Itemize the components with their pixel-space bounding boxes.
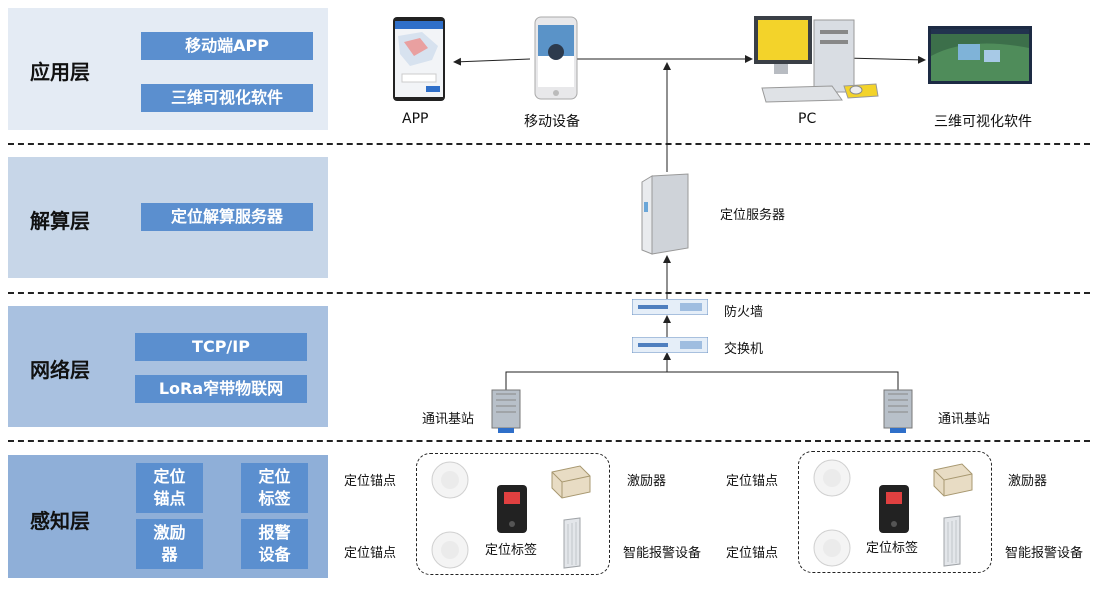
mobile-device-label: 移动设备 xyxy=(524,114,580,130)
separator-2 xyxy=(8,292,1090,294)
tag-anchor: 定位 锚点 xyxy=(136,463,203,513)
tag-label: 定位 标签 xyxy=(241,463,308,513)
app-label: APP xyxy=(402,111,429,127)
firewall-label: 防火墙 xyxy=(724,305,764,320)
switch-label: 交换机 xyxy=(724,342,764,357)
tag-position-server: 定位解算服务器 xyxy=(141,203,313,231)
anchor-label: 定位锚点 xyxy=(726,474,779,489)
3d-visualization-label: 三维可视化软件 xyxy=(934,114,1032,130)
layer-compute-box: 解算层 定位解算服务器 xyxy=(8,157,328,278)
exciter-icon xyxy=(933,463,973,497)
base-station-right-icon xyxy=(883,389,913,433)
tag-mobile-app: 移动端APP xyxy=(141,32,313,60)
firewall-icon xyxy=(632,299,708,315)
3d-visualization-icon xyxy=(928,26,1032,84)
tag-device-icon xyxy=(497,485,527,533)
alarm-device-icon xyxy=(563,517,581,569)
layer-network-title: 网络层 xyxy=(30,358,90,382)
sensor-group-left xyxy=(416,453,610,575)
layer-compute-title: 解算层 xyxy=(30,209,90,233)
anchor-icon xyxy=(431,461,469,499)
exciter-label: 激励器 xyxy=(1008,474,1048,489)
sensor-group-right xyxy=(798,451,992,573)
tag-lora: LoRa窄带物联网 xyxy=(135,375,307,403)
alarm-device-label: 智能报警设备 xyxy=(623,546,702,561)
tag-device-label: 定位标签 xyxy=(485,543,538,558)
separator-3 xyxy=(8,440,1090,442)
switch-icon xyxy=(632,337,708,353)
tag-3d-software: 三维可视化软件 xyxy=(141,84,313,112)
tag-tcp-ip: TCP/IP xyxy=(135,333,307,361)
alarm-device-label: 智能报警设备 xyxy=(1005,546,1084,561)
base-station-left-icon xyxy=(491,389,521,433)
anchor-label: 定位锚点 xyxy=(344,546,397,561)
pc-label: PC xyxy=(798,111,817,127)
anchor-label: 定位锚点 xyxy=(726,546,779,561)
layer-app-title: 应用层 xyxy=(30,60,90,84)
tag-device-label: 定位标签 xyxy=(866,541,919,556)
anchor-icon xyxy=(813,459,851,497)
mobile-device-icon xyxy=(534,16,578,100)
layer-app-box: 应用层 移动端APP 三维可视化软件 xyxy=(8,8,328,130)
anchor-label: 定位锚点 xyxy=(344,474,397,489)
tag-exciter: 激励 器 xyxy=(136,519,203,569)
pc-icon xyxy=(754,16,879,103)
app-phone-icon xyxy=(393,17,445,101)
tag-device-icon xyxy=(879,485,909,533)
base-station-left-label: 通讯基站 xyxy=(422,412,475,427)
tag-alarm: 报警 设备 xyxy=(241,519,308,569)
anchor-icon xyxy=(431,531,469,569)
exciter-label: 激励器 xyxy=(627,474,667,489)
position-server-icon xyxy=(641,173,689,255)
alarm-device-icon xyxy=(943,515,961,567)
position-server-label: 定位服务器 xyxy=(720,208,786,223)
layer-sensing-title: 感知层 xyxy=(30,509,90,533)
separator-1 xyxy=(8,143,1090,145)
layer-network-box: 网络层 TCP/IP LoRa窄带物联网 xyxy=(8,306,328,427)
layer-sensing-box: 感知层 定位 锚点 定位 标签 激励 器 报警 设备 xyxy=(8,455,328,578)
exciter-icon xyxy=(551,465,591,499)
anchor-icon xyxy=(813,529,851,567)
base-station-right-label: 通讯基站 xyxy=(938,412,991,427)
